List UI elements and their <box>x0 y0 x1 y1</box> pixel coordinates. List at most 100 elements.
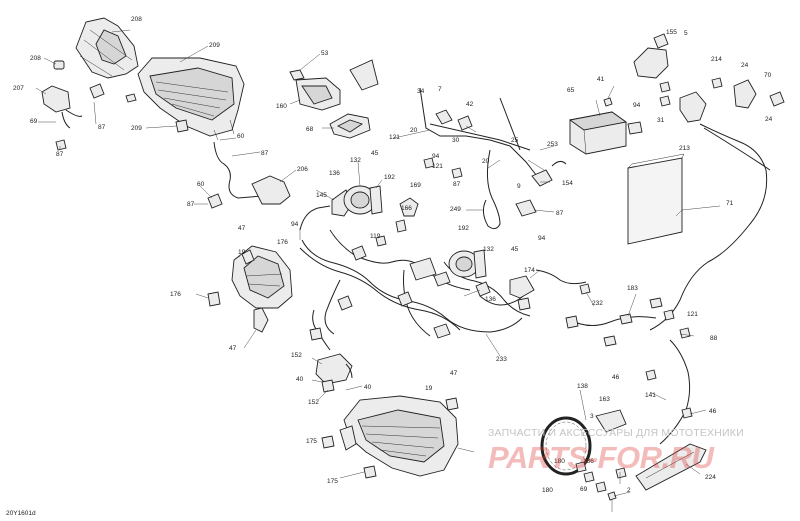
callout-label: 71 <box>726 200 734 207</box>
callout-label: 119 <box>370 233 381 240</box>
callout-label: 24 <box>741 62 749 69</box>
callout-label: 47 <box>229 345 237 352</box>
callout-label: 87 <box>556 210 564 217</box>
callout-label: 132 <box>350 157 361 164</box>
callout-label: 253 <box>547 141 558 148</box>
callout-label: 249 <box>450 206 461 213</box>
callout-label: 174 <box>524 267 535 274</box>
callout-label: 87 <box>261 150 269 157</box>
speaker-192-upper <box>343 185 383 215</box>
callout-label: 40 <box>296 376 304 383</box>
callout-label: 213 <box>679 145 690 152</box>
callout-label: 65 <box>567 87 575 94</box>
callout-label: 30 <box>452 137 460 144</box>
callout-label: 60 <box>197 181 205 188</box>
callout-label: 24 <box>765 116 773 123</box>
callout-label: 121 <box>389 134 400 141</box>
callout-label: 207 <box>13 85 24 92</box>
connector-87-left <box>55 83 137 151</box>
callout-label: 45 <box>371 150 379 157</box>
callout-label: 45 <box>511 246 519 253</box>
callout-label: 20 <box>410 127 418 134</box>
callout-label: 20 <box>482 158 490 165</box>
callout-label: 180 <box>554 458 565 465</box>
callout-label: 208 <box>30 55 41 62</box>
callout-label: 42 <box>466 101 474 108</box>
callout-label: 160 <box>276 103 287 110</box>
leader-lines <box>35 29 721 512</box>
callout-label: 192 <box>384 174 395 181</box>
callout-label: 155 <box>666 29 677 36</box>
callout-label: 145 <box>316 192 327 199</box>
part-166 <box>395 219 407 233</box>
light-panel-175 <box>339 395 459 477</box>
tone-ring-186 <box>540 409 627 501</box>
callout-label: 47 <box>450 370 458 377</box>
callout-label: 47 <box>238 225 246 232</box>
callout-label: 180 <box>542 487 553 494</box>
callout-label: 136 <box>329 170 340 177</box>
wiring-harness-233 <box>299 205 531 351</box>
callout-label: 214 <box>711 56 722 63</box>
box-71 <box>627 153 685 245</box>
callout-label: 94 <box>633 102 641 109</box>
callout-label: 46 <box>612 374 620 381</box>
bulb-176 <box>207 291 221 307</box>
callout-label: 19 <box>238 249 246 256</box>
callout-label: 40 <box>364 384 372 391</box>
callout-label: 87 <box>56 151 64 158</box>
callout-label: 152 <box>291 352 302 359</box>
bracket-assembly-20 <box>419 87 567 230</box>
part-152 <box>315 353 353 393</box>
callout-label: 94 <box>432 153 440 160</box>
callout-label: 41 <box>597 76 605 83</box>
callout-label: 154 <box>562 180 573 187</box>
bulbs-175 <box>321 435 377 479</box>
callout-label: 175 <box>306 438 317 445</box>
callout-label: 233 <box>496 356 507 363</box>
callout-label: 87 <box>98 124 106 131</box>
lamp-part-207 <box>41 85 83 129</box>
callout-label: 209 <box>131 125 142 132</box>
callout-label: 87 <box>187 201 195 208</box>
callout-label: 132 <box>483 246 494 253</box>
callout-label: 166 <box>401 205 412 212</box>
callout-label: 31 <box>657 117 665 124</box>
callout-label: 69 <box>30 118 38 125</box>
callout-label: 94 <box>291 221 299 228</box>
callout-label: 121 <box>687 311 698 318</box>
gasket-68 <box>329 113 371 139</box>
bracket-160 <box>289 59 379 111</box>
callout-label: 53 <box>321 50 329 57</box>
diagram-code: 20Y1601d <box>6 510 36 517</box>
callout-label: 209 <box>209 42 220 49</box>
callout-label: 69 <box>580 486 588 493</box>
headlight-176 <box>231 245 293 333</box>
callout-label: 136 <box>485 296 496 303</box>
callout-label: 2 <box>627 487 631 494</box>
callout-label: 176 <box>170 291 181 298</box>
arm-224 <box>635 443 707 491</box>
callout-label: 5 <box>684 30 688 37</box>
callout-label: 138 <box>577 383 588 390</box>
switch-169 <box>399 197 419 217</box>
callout-label: 94 <box>538 235 546 242</box>
headlight-assembly-208 <box>75 17 139 79</box>
callout-label: 224 <box>705 474 716 481</box>
callout-label: 25 <box>511 137 519 144</box>
callout-label: 186 <box>583 458 594 465</box>
sensor-assembly-141 <box>645 309 693 445</box>
watermark-brand: PARTS-FOR.RU <box>488 440 714 475</box>
bulb-209 <box>175 119 189 133</box>
speaker-192-lower <box>448 249 487 279</box>
callout-label: 208 <box>131 16 142 23</box>
callout-label: 169 <box>410 182 421 189</box>
callout-label: 7 <box>438 86 442 93</box>
callout-label: 60 <box>237 133 245 140</box>
module-65 <box>568 97 643 155</box>
callout-label: 9 <box>517 183 521 190</box>
callout-label: 46 <box>709 408 717 415</box>
bulb-208 <box>53 60 65 70</box>
callout-label: 68 <box>306 126 314 133</box>
